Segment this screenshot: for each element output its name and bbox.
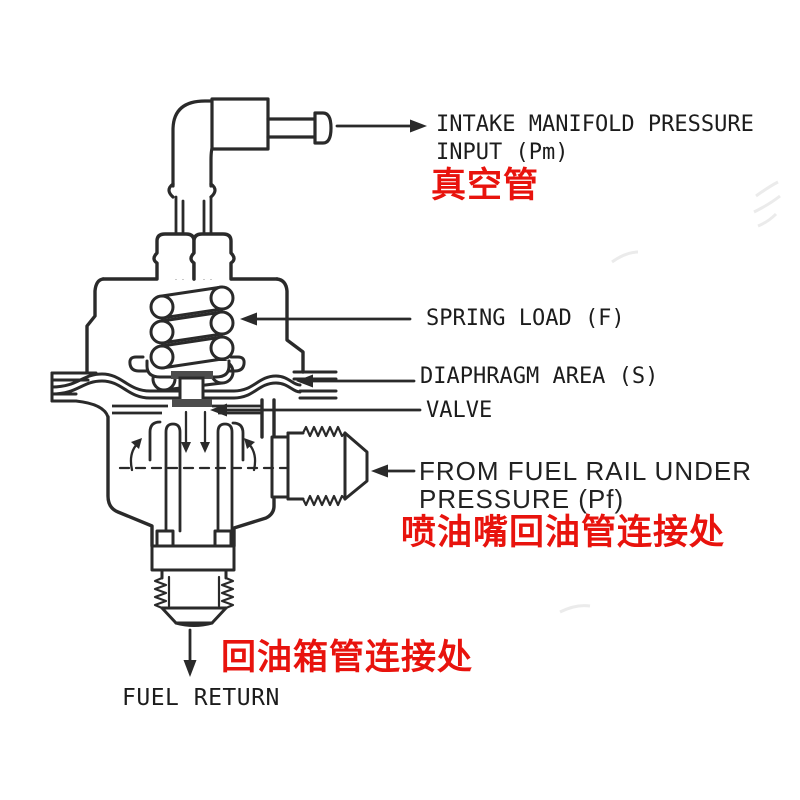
upper-housing — [85, 232, 305, 374]
label-intake-chinese: 真空管 — [431, 166, 540, 205]
label-fuel-return: FUEL RETURN — [122, 685, 280, 711]
faint-watermark — [559, 180, 781, 614]
arrow-intake — [335, 119, 427, 133]
label-fuel-rail-chinese: 喷油嘴回油管连接处 — [401, 513, 726, 552]
lower-housing — [106, 398, 276, 548]
label-intake-line1: INTAKE MANIFOLD PRESSURE — [436, 112, 754, 137]
label-fuel-return-chinese: 回油箱管连接处 — [221, 638, 474, 677]
arrow-valve — [210, 403, 422, 417]
arrow-spring — [240, 312, 412, 326]
flow-arrows — [118, 410, 290, 472]
label-valve: VALVE — [426, 398, 493, 423]
label-intake-line2: INPUT (Pm) — [436, 140, 569, 165]
label-fuel-rail-line2: PRESSURE (Pf) — [419, 484, 625, 514]
outlet-fitting — [150, 529, 236, 627]
arrow-fuel-return — [183, 628, 197, 677]
inlet-fitting — [270, 425, 369, 507]
label-diaphragm-area: DIAPHRAGM AREA (S) — [420, 364, 659, 389]
valve-stem — [112, 371, 262, 415]
label-fuel-rail-line1: FROM FUEL RAIL UNDER — [419, 456, 752, 486]
arrow-diaphragm — [296, 374, 416, 388]
arrow-fuel-rail — [371, 464, 416, 478]
leader-arrows — [183, 119, 427, 677]
label-spring-load: SPRING LOAD (F) — [426, 306, 625, 331]
